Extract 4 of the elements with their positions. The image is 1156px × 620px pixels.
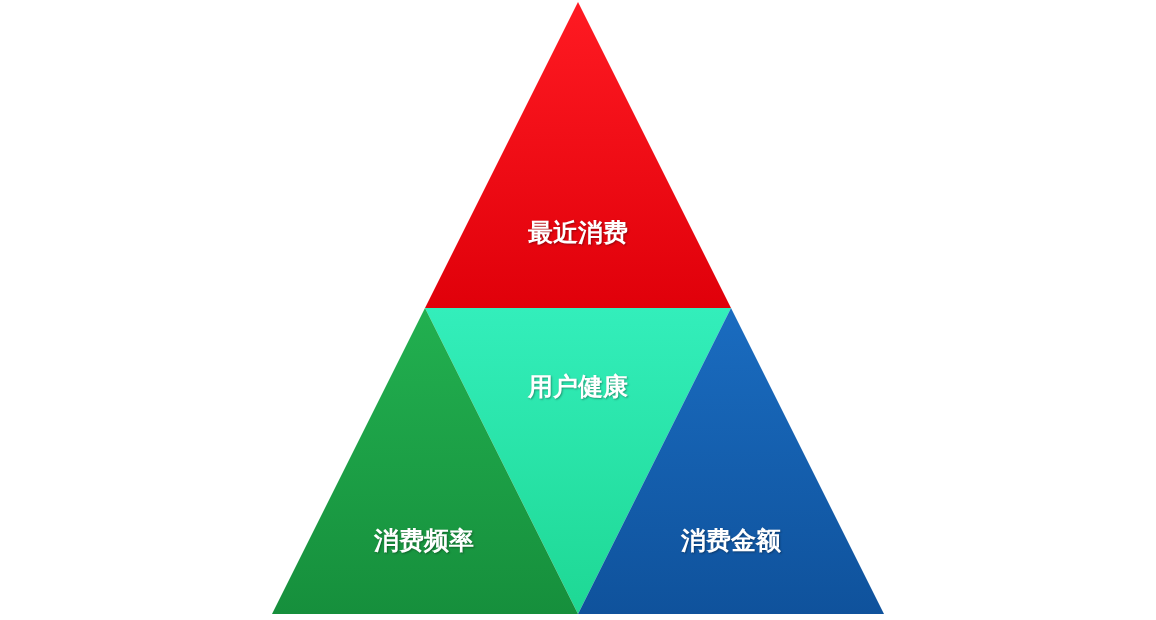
- segment-label: 消费金额: [681, 524, 781, 557]
- segment-label: 消费频率: [374, 524, 474, 557]
- segment-label: 最近消费: [528, 216, 628, 249]
- segment-label: 用户健康: [528, 370, 628, 403]
